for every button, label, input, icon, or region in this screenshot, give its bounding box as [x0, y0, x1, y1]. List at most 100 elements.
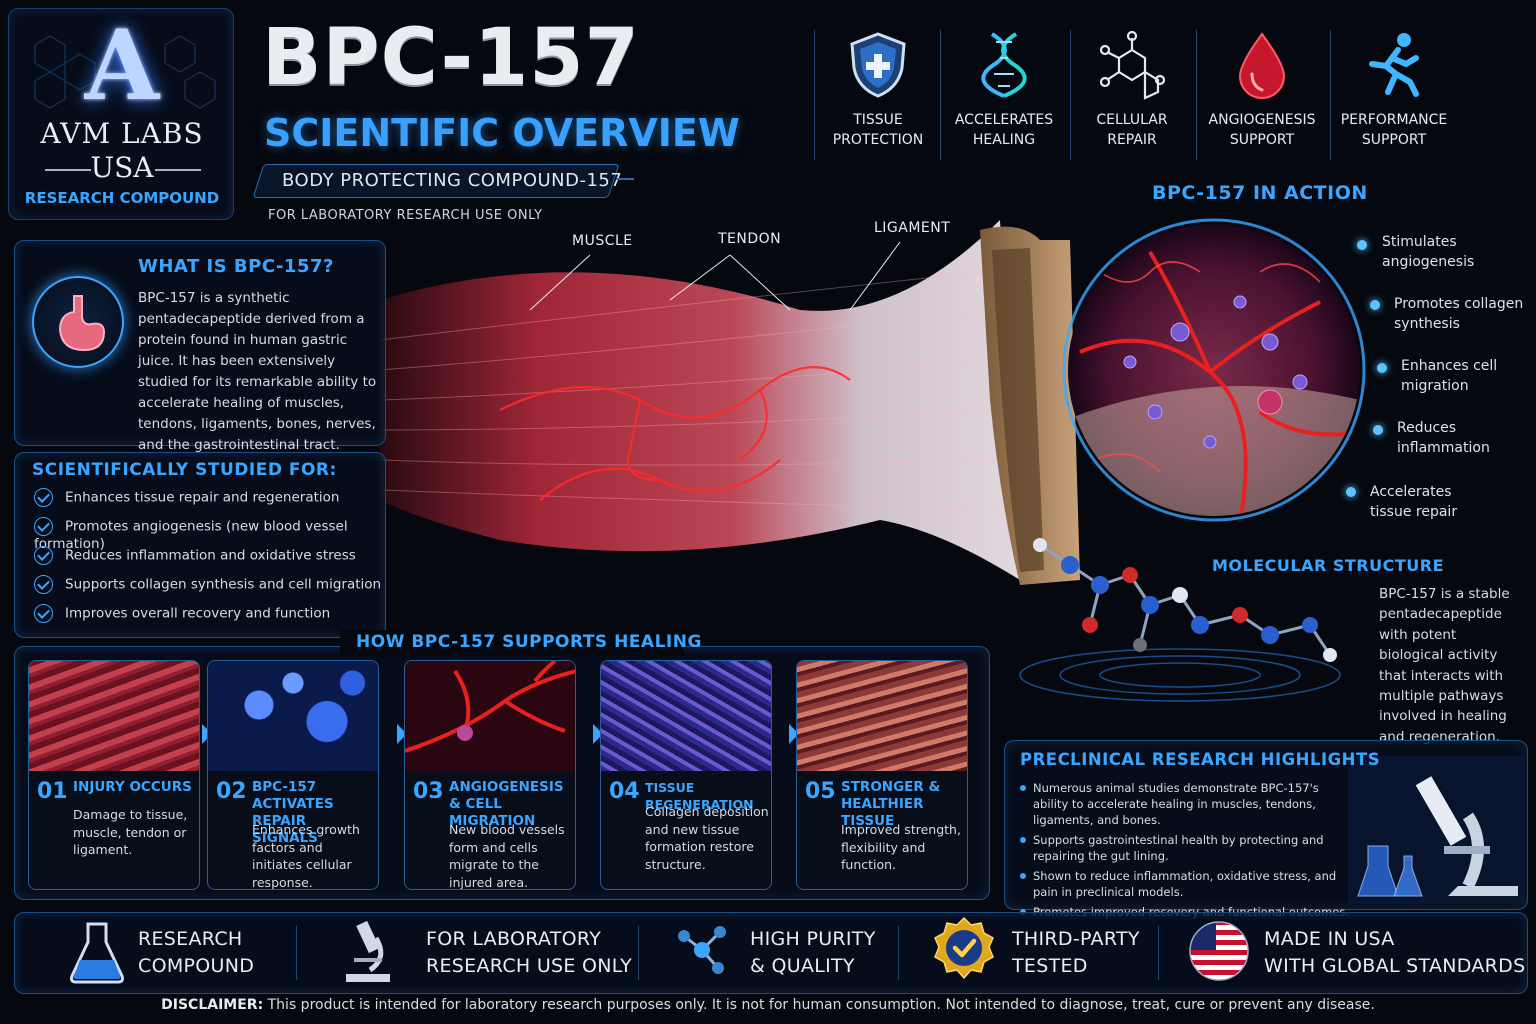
step-number: 03 [413, 779, 444, 804]
step-arrow-icon [593, 724, 603, 744]
research-use-note: FOR LABORATORY RESEARCH USE ONLY [268, 208, 543, 223]
brand-country: USA [90, 151, 154, 184]
feature-separator [940, 30, 941, 160]
list-item: Supports collagen synthesis and cell mig… [34, 575, 384, 604]
brand-letter-logo: A [84, 9, 160, 122]
feature-separator [1330, 30, 1331, 160]
step-desc: Damage to tissue, muscle, tendon or liga… [73, 807, 188, 857]
check-icon [34, 575, 53, 594]
healing-step-2: 02 BPC-157 ACTIVATES REPAIR SIGNALS Enha… [207, 660, 379, 890]
shield-icon [850, 32, 906, 98]
badge-high-purity: HIGH PURITY& QUALITY [750, 928, 876, 977]
feature-separator [1070, 30, 1071, 160]
compound-name: BODY PROTECTING COMPOUND-157 [282, 170, 623, 191]
step-title: STRONGER & HEALTHIER TISSUE [841, 779, 941, 829]
molecular-heading: MOLECULAR STRUCTURE [1212, 556, 1444, 575]
step-arrow-icon [789, 724, 799, 744]
tissue-illustration [380, 220, 1080, 585]
brand-divider-left [45, 169, 91, 171]
blood-vessel-icon [405, 661, 575, 753]
dna-icon [981, 32, 1027, 98]
step-image-stronger-tissue [797, 661, 967, 771]
step-image-repair-signals [208, 661, 378, 771]
step-desc: Improved strength, flexibility and funct… [841, 822, 961, 872]
label-muscle: MUSCLE [572, 233, 633, 249]
what-is-heading: WHAT IS BPC-157? [138, 256, 334, 277]
studied-for-panel [14, 452, 386, 638]
disclaimer-text: This product is intended for laboratory … [267, 997, 1375, 1013]
badge-separator [898, 926, 899, 980]
banner-rule [616, 178, 634, 180]
healing-heading: HOW BPC-157 SUPPORTS HEALING [356, 632, 702, 652]
step-image-angiogenesis [405, 661, 575, 771]
feature-separator [1196, 30, 1197, 160]
page-subtitle: SCIENTIFIC OVERVIEW [264, 111, 740, 155]
step-desc: Enhances growth factors and initiates ce… [252, 822, 360, 890]
check-icon [34, 517, 53, 536]
callout-dot [1370, 300, 1380, 310]
healing-step-4: 04 TISSUE REGENERATION Collagen depositi… [600, 660, 772, 890]
healing-step-3: 03 ANGIOGENESIS & CELL MIGRATION New blo… [404, 660, 576, 890]
list-item: Supports gastrointestinal health by prot… [1020, 832, 1350, 864]
step-number: 02 [216, 779, 247, 804]
flask-icon [70, 922, 124, 984]
list-item: Shown to reduce inflammation, oxidative … [1020, 868, 1350, 900]
check-icon [34, 488, 53, 507]
bullet-dot [1020, 785, 1026, 791]
brand-name: AVM LABS [40, 117, 204, 150]
label-ligament: LIGAMENT [874, 220, 951, 236]
preclinical-list: Numerous animal studies demonstrate BPC-… [1020, 780, 1350, 920]
check-icon [34, 546, 53, 565]
molecule-icon [678, 926, 726, 974]
seal-check-icon [934, 916, 994, 980]
feature-separator [814, 30, 815, 160]
callout-dot [1373, 425, 1383, 435]
step-image-regeneration [601, 661, 771, 771]
disclaimer: DISCLAIMER: This product is intended for… [0, 997, 1536, 1013]
hexagon-pattern [34, 35, 216, 109]
blood-drop-icon [1238, 32, 1286, 99]
step-desc: New blood vessels form and cells migrate… [449, 822, 565, 890]
healing-heading-bg [340, 630, 684, 656]
label-tendon: TENDON [718, 231, 782, 247]
page-title: BPC-157 [262, 13, 640, 103]
step-image-injury [29, 661, 199, 771]
check-icon [34, 604, 53, 623]
microscopic-view-circle [1062, 218, 1366, 522]
step-title: BPC-157 ACTIVATES REPAIR SIGNALS [252, 779, 334, 846]
runner-icon [1369, 33, 1419, 97]
stomach-icon [58, 295, 106, 352]
usa-flag-icon [1189, 921, 1249, 981]
badges-bar [14, 912, 1528, 994]
step-number: 04 [609, 779, 640, 804]
list-item: Enhances tissue repair and regeneration [34, 488, 384, 517]
bullet-dot [1020, 837, 1026, 843]
step-number: 01 [37, 779, 68, 804]
step-desc: Collagen deposition and new tissue forma… [645, 804, 769, 872]
in-action-heading: BPC-157 IN ACTION [1152, 182, 1368, 204]
callout-dot [1346, 487, 1356, 497]
brand-tagline: RESEARCH COMPOUND [24, 189, 220, 207]
preclinical-heading: PRECLINICAL RESEARCH HIGHLIGHTS [1020, 750, 1381, 769]
studied-for-heading: SCIENTIFICALLY STUDIED FOR: [32, 460, 337, 480]
molecule-3d-model [1019, 538, 1341, 702]
brand-divider-right [155, 169, 201, 171]
callout-dot [1377, 363, 1387, 373]
